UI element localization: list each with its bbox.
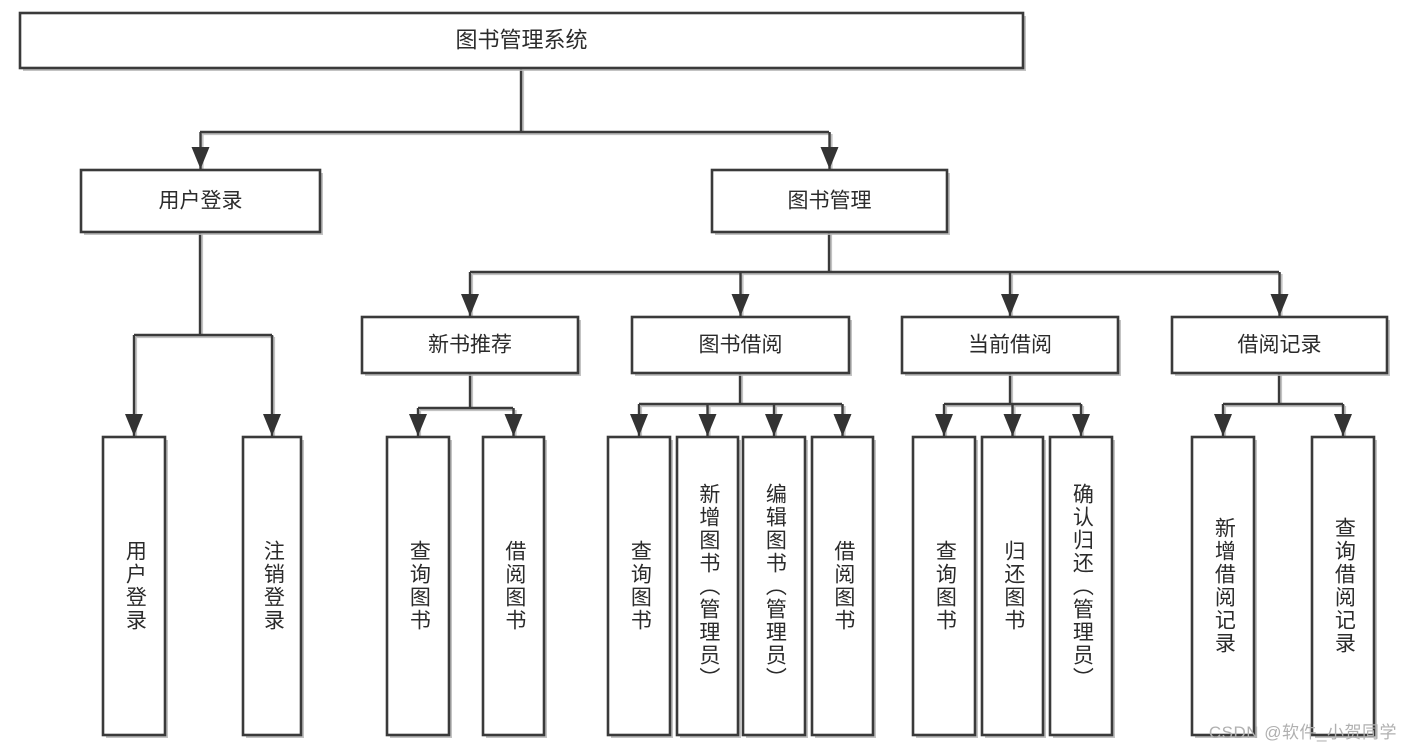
node-box-borrow-record[interactable] (1170, 315, 1389, 375)
node-label-root: 图书管理系统 (455, 27, 587, 52)
node-box-leaf-rec-query[interactable] (385, 435, 451, 737)
node-box-current-borrow[interactable] (900, 315, 1120, 375)
arrow-head-icon (1003, 414, 1022, 436)
node-box-leaf-rec-add[interactable] (1190, 435, 1256, 737)
node-box-book-manage[interactable] (710, 168, 949, 234)
csdn-watermark: CSDN @软件_小贺同学 (1208, 723, 1397, 742)
node-box-leaf-borrow-do[interactable] (810, 435, 875, 737)
arrow-head-icon (263, 414, 281, 436)
arrow-head-icon (820, 147, 839, 169)
arrow-head-icon (125, 414, 143, 436)
node-box-new-book-rec[interactable] (360, 315, 580, 375)
connector-layer (125, 68, 1352, 438)
arrow-head-icon (935, 414, 953, 436)
node-box-leaf-user-login[interactable] (101, 435, 167, 737)
arrow-head-icon (1072, 414, 1090, 436)
node-box-book-borrow[interactable] (630, 315, 851, 375)
arrow-head-icon (409, 414, 427, 436)
arrow-head-icon (698, 414, 717, 436)
arrow-head-icon (833, 414, 852, 436)
node-box-leaf-user-logout[interactable] (241, 435, 303, 737)
node-label-book-borrow: 图书借阅 (699, 334, 783, 357)
arrow-head-icon (630, 414, 648, 436)
node-box-leaf-borrow-edit[interactable] (741, 435, 807, 737)
arrow-head-icon (731, 294, 750, 316)
node-box-layer (18, 11, 1390, 738)
arrow-head-icon (1001, 294, 1019, 316)
node-box-leaf-borrow-query[interactable] (606, 435, 672, 737)
node-label-user-login: 用户登录 (159, 190, 243, 213)
arrow-head-icon (191, 147, 210, 169)
arrow-head-icon (765, 414, 783, 436)
node-label-book-manage: 图书管理 (788, 190, 872, 213)
node-box-user-login[interactable] (79, 168, 322, 234)
arrow-head-icon (1270, 294, 1289, 316)
node-box-leaf-borrow-add[interactable] (675, 435, 740, 737)
arrow-head-icon (1334, 414, 1352, 436)
node-box-leaf-rec-query2[interactable] (1310, 435, 1376, 737)
node-label-current-borrow: 当前借阅 (968, 334, 1052, 357)
node-box-leaf-cur-confirm[interactable] (1048, 435, 1114, 737)
node-box-leaf-cur-return[interactable] (980, 435, 1045, 737)
node-label-borrow-record: 借阅记录 (1238, 334, 1322, 357)
node-box-leaf-rec-borrow[interactable] (481, 435, 546, 737)
node-label-new-book-rec: 新书推荐 (428, 334, 512, 357)
node-box-leaf-cur-query[interactable] (911, 435, 977, 737)
arrow-head-icon (1214, 414, 1232, 436)
arrow-head-icon (461, 294, 479, 316)
node-box-root[interactable] (18, 11, 1025, 70)
arrow-head-icon (504, 414, 523, 436)
